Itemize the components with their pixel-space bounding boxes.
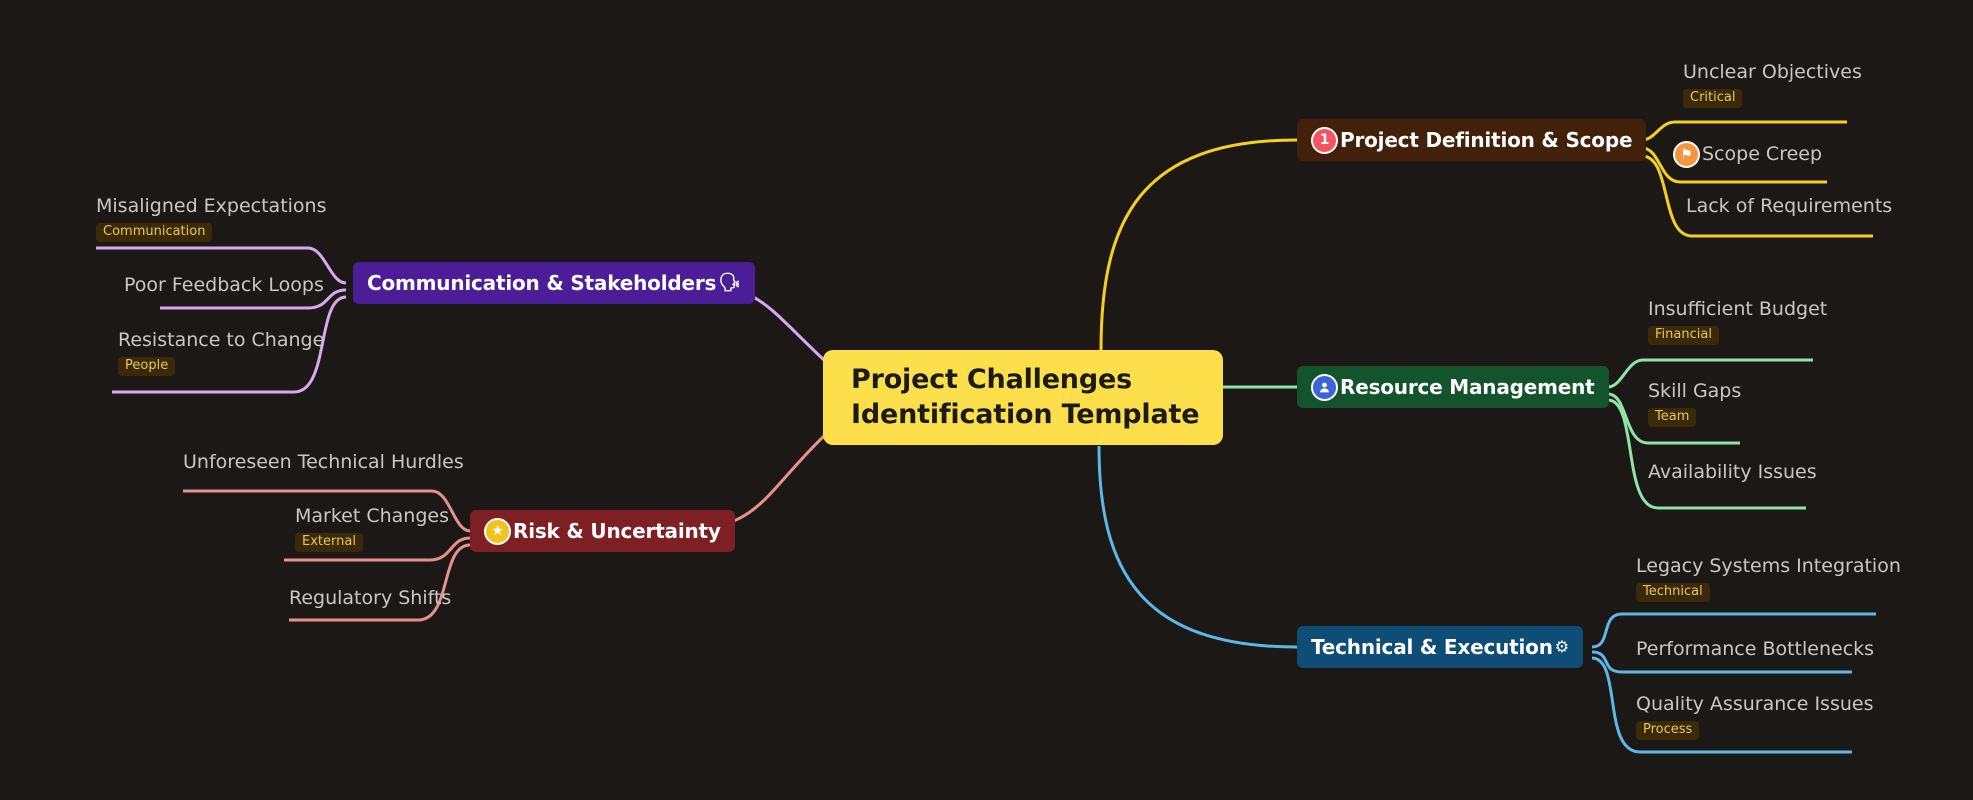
root-title-line-2: Identification Template xyxy=(851,398,1200,430)
leaf-lack-of-requirements[interactable]: Lack of Requirements xyxy=(1686,195,1893,218)
leaf-performance-bottlenecks[interactable]: Performance Bottlenecks xyxy=(1636,638,1875,661)
branch-label-communication-stakeholders: Communication & Stakeholders xyxy=(367,271,717,295)
leaf-label: Market Changes xyxy=(295,505,449,527)
star-badge-icon: ★ xyxy=(484,517,511,545)
number-one-badge-icon: 1 xyxy=(1311,126,1338,154)
leaf-label: Misaligned Expectations xyxy=(96,195,327,217)
leaf-tag: Financial xyxy=(1648,325,1719,346)
leaf-poor-feedback-loops[interactable]: Poor Feedback Loops xyxy=(124,274,324,297)
leaf-label: Regulatory Shifts xyxy=(289,587,452,609)
leaf-tag: Critical xyxy=(1683,88,1743,109)
leaf-tag: External xyxy=(295,532,363,553)
branch-label-project-definition-scope: Project Definition & Scope xyxy=(1340,128,1633,152)
leaf-tag: Process xyxy=(1636,720,1700,741)
leaf-label: Skill Gaps xyxy=(1648,380,1742,402)
leaf-unclear-objectives[interactable]: Unclear Objectives Critical xyxy=(1683,61,1862,109)
leaf-misaligned-expectations[interactable]: Misaligned Expectations Communication xyxy=(96,195,327,243)
leaf-tag: Technical xyxy=(1636,582,1710,603)
branch-node-technical-execution[interactable]: Technical & Execution ⚙ xyxy=(1297,626,1583,668)
leaf-label: Quality Assurance Issues xyxy=(1636,693,1874,715)
link-root-to-project-definition xyxy=(1099,138,1298,351)
leaf-label: Unclear Objectives xyxy=(1683,61,1862,83)
leaf-quality-assurance-issues[interactable]: Quality Assurance Issues Process xyxy=(1636,693,1874,741)
leaf-label: Insufficient Budget xyxy=(1648,298,1828,320)
speaking-head-icon: 🗣 xyxy=(718,272,741,293)
leaf-tag: People xyxy=(118,356,176,377)
leaf-resistance-to-change[interactable]: Resistance to Change People xyxy=(118,329,325,377)
link-root-to-technical-execution xyxy=(1097,445,1298,649)
gear-icon: ⚙ xyxy=(1554,637,1569,656)
branch-label-technical-execution: Technical & Execution xyxy=(1311,635,1553,659)
leaf-label: Poor Feedback Loops xyxy=(124,274,324,296)
leaf-regulatory-shifts[interactable]: Regulatory Shifts xyxy=(289,587,452,610)
leaf-insufficient-budget[interactable]: Insufficient Budget Financial xyxy=(1648,298,1828,346)
leaf-unforeseen-technical-hurdles[interactable]: Unforeseen Technical Hurdles xyxy=(183,451,464,474)
leaf-label: Performance Bottlenecks xyxy=(1636,638,1875,660)
leaf-label: Lack of Requirements xyxy=(1686,195,1893,217)
root-title-line-1: Project Challenges xyxy=(851,363,1132,395)
leaf-label: Legacy Systems Integration xyxy=(1636,555,1901,577)
branch-label-risk-uncertainty: Risk & Uncertainty xyxy=(513,519,721,543)
branch-node-communication-stakeholders[interactable]: Communication & Stakeholders 🗣 xyxy=(353,262,755,304)
leaf-legacy-systems-integration[interactable]: Legacy Systems Integration Technical xyxy=(1636,555,1901,603)
branch-node-resource-management[interactable]: Resource Management xyxy=(1297,366,1609,408)
leaf-label: Availability Issues xyxy=(1648,461,1817,483)
branch-node-risk-uncertainty[interactable]: ★ Risk & Uncertainty xyxy=(470,510,735,552)
link-branch1-leaf1 xyxy=(1641,120,1847,142)
leaf-tag: Communication xyxy=(96,222,213,243)
branch-label-resource-management: Resource Management xyxy=(1340,375,1595,399)
leaf-availability-issues[interactable]: Availability Issues xyxy=(1648,461,1817,484)
leaf-skill-gaps[interactable]: Skill Gaps Team xyxy=(1648,380,1742,428)
flag-badge-icon: ⚑ xyxy=(1673,141,1700,168)
root-node[interactable]: Project Challenges Identification Templa… xyxy=(823,350,1223,445)
leaf-label: Scope Creep xyxy=(1702,142,1823,165)
leaf-scope-creep[interactable]: ⚑ Scope Creep xyxy=(1673,141,1822,168)
leaf-market-changes[interactable]: Market Changes External xyxy=(295,505,449,553)
leaf-label: Unforeseen Technical Hurdles xyxy=(183,451,464,473)
leaf-label: Resistance to Change xyxy=(118,329,325,351)
leaf-tag: Team xyxy=(1648,407,1697,428)
user-badge-icon xyxy=(1311,373,1338,401)
branch-node-project-definition-scope[interactable]: 1 Project Definition & Scope xyxy=(1297,119,1647,161)
